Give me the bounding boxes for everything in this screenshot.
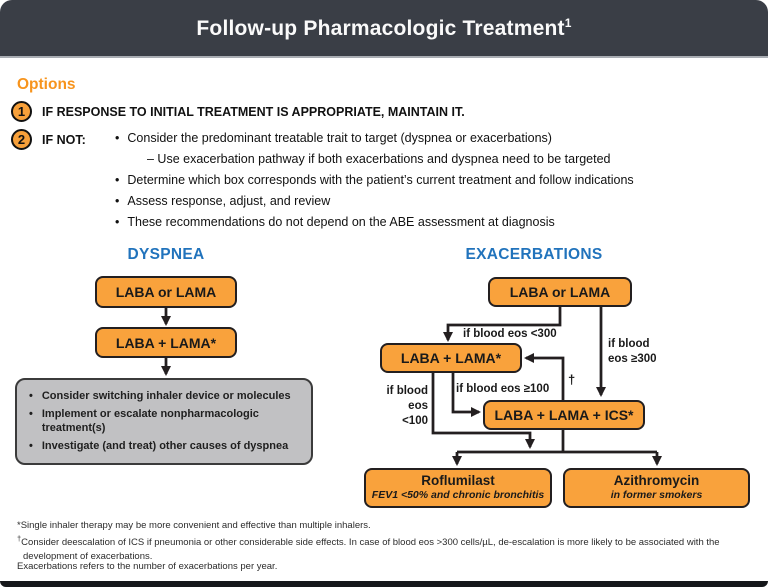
option-2-bullet-1: Consider the predominant treatable trait… (115, 131, 552, 145)
footnote-3: Exacerbations refers to the number of ex… (17, 561, 278, 572)
gray-box-bullet-1: Consider switching inhaler device or mol… (27, 390, 301, 403)
azithromycin-subtitle: in former smokers (610, 489, 703, 502)
exacerbations-box-laba-plus-lama: LABA + LAMA* (380, 343, 522, 373)
label-eos-ge300-line2: eos ≥300 (608, 353, 657, 365)
roflumilast-subtitle: FEV1 <50% and chronic bronchitis (371, 489, 545, 502)
exacerbations-box-laba-or-lama: LABA or LAMA (488, 277, 632, 307)
roflumilast-title: Roflumilast (421, 473, 495, 489)
dyspnea-box-laba-plus-lama: LABA + LAMA* (95, 327, 237, 358)
footnote-1: *Single inhaler therapy may be more conv… (17, 519, 757, 533)
footnote-2: †Consider deescalation of ICS if pneumon… (17, 532, 757, 563)
option-2-label: IF NOT: (42, 133, 86, 147)
exacerbations-box-laba-lama-ics: LABA + LAMA + ICS* (483, 400, 645, 430)
dyspnea-heading: DYSPNEA (127, 246, 205, 263)
footnote-1-text: Single inhaler therapy may be more conve… (20, 520, 371, 531)
footnote-2-text: Consider deescalation of ICS if pneumoni… (21, 537, 720, 562)
option-2-bullet-2: Determine which box corresponds with the… (115, 173, 633, 187)
footnote-2-marker: † (17, 534, 22, 543)
label-dagger: † (568, 372, 576, 387)
option-2-sub-bullet: – Use exacerbation pathway if both exace… (147, 152, 611, 166)
dyspnea-box-laba-or-lama: LABA or LAMA (95, 276, 237, 308)
option-2-number-badge: 2 (11, 129, 32, 150)
label-eos-ge300-line1: if blood (608, 338, 650, 350)
azithromycin-title: Azithromycin (613, 473, 700, 489)
roflumilast-box: Roflumilast FEV1 <50% and chronic bronch… (364, 468, 552, 508)
page-title-text: Follow-up Pharmacologic Treatment (196, 16, 565, 40)
footnote-1-marker: * (17, 520, 21, 531)
azithromycin-box: Azithromycin in former smokers (563, 468, 750, 508)
page-title: Follow-up Pharmacologic Treatment1 (196, 16, 571, 41)
option-2-bullet-4: These recommendations do not depend on t… (115, 215, 554, 229)
option-1-text: IF RESPONSE TO INITIAL TREATMENT IS APPR… (42, 105, 465, 119)
label-eos-lt300: if blood eos <300 (463, 328, 557, 340)
option-2-bullet-3: Assess response, adjust, and review (115, 194, 330, 208)
label-eos-lt100-line1: if blood (386, 385, 428, 397)
header-bar: Follow-up Pharmacologic Treatment1 (0, 0, 768, 58)
page-title-superscript: 1 (564, 15, 572, 30)
option-1-number-badge: 1 (11, 101, 32, 122)
label-eos-lt100-line2: eos <100 (402, 400, 428, 427)
dyspnea-gray-recommendations-box: Consider switching inhaler device or mol… (15, 378, 313, 465)
label-eos-ge100: if blood eos ≥100 (456, 383, 550, 395)
gray-box-bullet-2: Implement or escalate nonpharmacologic t… (27, 408, 301, 434)
gray-box-bullet-3: Investigate (and treat) other causes of … (27, 440, 301, 453)
bottom-frame-bar (0, 581, 768, 587)
options-heading: Options (17, 76, 76, 93)
exacerbations-heading: EXACERBATIONS (465, 246, 603, 263)
